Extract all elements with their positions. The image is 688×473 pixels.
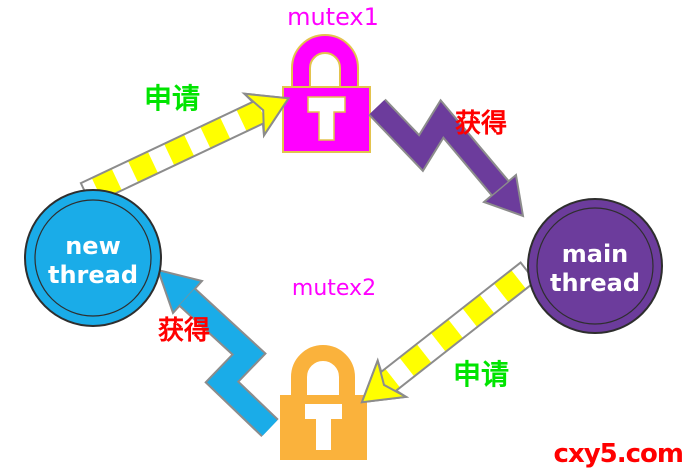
acquire-mutex2-label: 获得 (158, 316, 210, 346)
acquire-mutex2-arrow-shaft (179, 289, 278, 436)
mutex2-shackle (291, 345, 355, 398)
acquire-mutex1-arrow-shaft (369, 100, 508, 195)
main-thread-circle (527, 198, 663, 334)
mutex1-label: mutex1 (287, 3, 379, 31)
request-mutex2-label: 申请 (453, 358, 509, 391)
main-thread-node: main thread (527, 198, 663, 334)
mutex1-lock-icon (282, 34, 371, 153)
mutex2-label: mutex2 (292, 276, 376, 301)
watermark: cxy5.com (554, 439, 683, 469)
acquire-mutex2-arrow (156, 268, 279, 438)
new-thread-label-line2: thread (48, 261, 138, 289)
request-mutex2-arrow (360, 261, 537, 404)
request-mutex1-arrow (79, 92, 291, 207)
request-mutex2-arrow-head (360, 357, 410, 404)
request-mutex1-label: 申请 (144, 82, 200, 115)
main-thread-inner-ring (536, 207, 654, 325)
mutex1-shackle (293, 36, 357, 90)
main-thread-label-line2: thread (550, 269, 640, 297)
acquire-mutex1-label: 获得 (455, 109, 507, 139)
mutex2-keyhole (305, 404, 342, 450)
new-thread-label-line1: new (65, 232, 121, 260)
mutex1-keyhole (307, 96, 346, 141)
request-mutex1-arrow-head (241, 92, 291, 139)
new-thread-inner-ring (34, 199, 152, 317)
mutex2-lock-icon (280, 345, 367, 460)
acquire-mutex1-arrow (368, 98, 525, 218)
acquire-mutex1-arrow-head (482, 173, 525, 218)
new-thread-circle (24, 189, 162, 327)
main-thread-label-line1: main (562, 240, 629, 268)
new-thread-node: new thread (24, 189, 162, 327)
